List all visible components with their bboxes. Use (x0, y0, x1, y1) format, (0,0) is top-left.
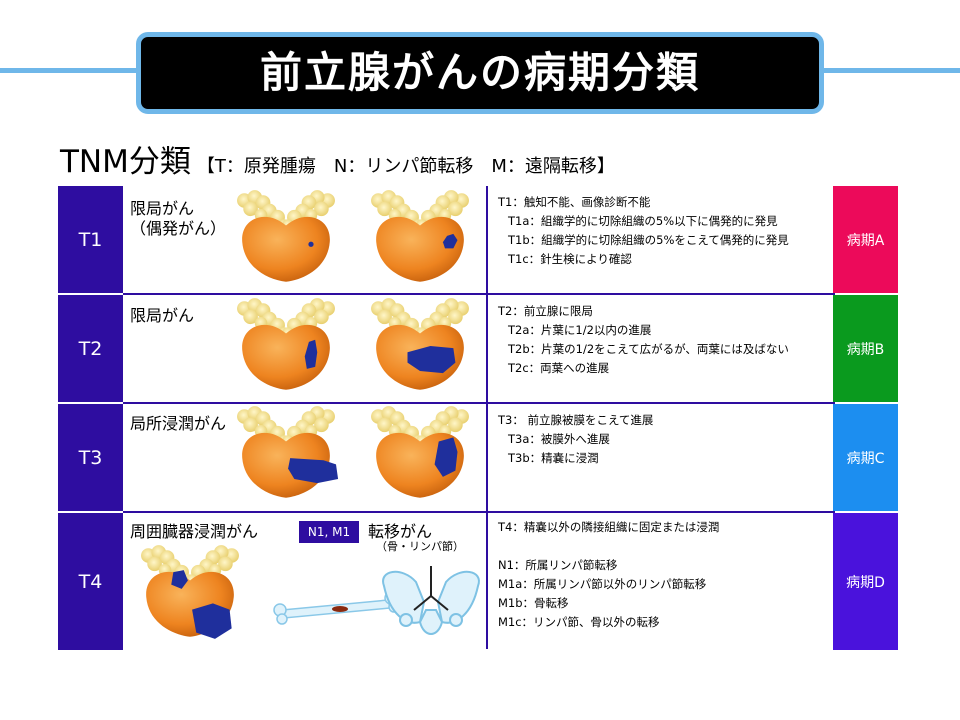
tumor-icon (308, 241, 314, 247)
note-line: T3b：精嚢に浸潤 (508, 451, 599, 465)
row-divider (123, 293, 835, 295)
note-line: T2a：片葉に1/2以内の進展 (508, 323, 652, 337)
prostate-icon (237, 406, 339, 498)
notes-t3: T3： 前立腺被膜をこえて進展 T3a：被膜外へ進展 T3b：精嚢に浸潤 (498, 411, 653, 468)
tumor-icon (442, 233, 458, 249)
metastasis-sublabel: （骨・リンパ節） (376, 540, 464, 553)
row-description-t3: 局所浸潤がん (130, 414, 227, 433)
tumor-icon (288, 458, 339, 484)
prostate-icon (237, 190, 335, 282)
row-description-t4: 周囲臓器浸潤がん (130, 522, 259, 541)
tumor-icon (171, 570, 188, 589)
row-t3: T3 病期C (58, 404, 898, 511)
tumor-icon (192, 603, 232, 639)
prostate-icon (371, 190, 469, 282)
note-line: M1b：骨転移 (498, 596, 569, 610)
note-line: M1a：所属リンパ節以外のリンパ節転移 (498, 577, 707, 591)
row-label-t1: T1 (58, 186, 123, 293)
subtitle: TNM分類【T：原発腫瘍 N：リンパ節転移 M：遠隔転移】 (60, 136, 615, 181)
tumor-icon (407, 346, 456, 374)
note-line: T1：触知不能、画像診断不能 (498, 195, 651, 209)
note-line: T1b：組織学的に切除組織の5%をこえて偶発的に発見 (508, 233, 789, 247)
notes-t2: T2：前立腺に限局 T2a：片葉に1/2以内の進展 T2b：片葉の1/2をこえて… (498, 302, 789, 378)
row-label-t2: T2 (58, 295, 123, 402)
prostate-icon (371, 406, 469, 498)
prostate-icon (141, 545, 239, 639)
note-line: T2c：両葉への進展 (508, 361, 610, 375)
stage-badge-d: 病期D (833, 513, 898, 650)
note-line (498, 537, 719, 556)
stage-badge-b: 病期B (833, 295, 898, 402)
note-line: T2b：片葉の1/2をこえて広がるが、両葉には及ばない (508, 342, 789, 356)
n1-m1-badge: N1, M1 (299, 521, 359, 543)
title-line-right (820, 68, 960, 73)
note-line: T1c：針生検により確認 (508, 252, 632, 266)
column-divider (486, 186, 488, 649)
row-label-t3: T3 (58, 404, 123, 511)
prostate-icon (237, 298, 335, 390)
stage-badge-a: 病期A (833, 186, 898, 293)
row-label-t4: T4 (58, 513, 123, 650)
subtitle-legend: 【T：原発腫瘍 N：リンパ節転移 M：遠隔転移】 (196, 156, 615, 177)
row-t1: T1 病期A (58, 186, 898, 293)
row-description-t1: 限局がん （偶発がん） (130, 199, 227, 238)
note-line: T4：精嚢以外の隣接組織に固定または浸潤 (498, 520, 720, 534)
note-line: N1：所属リンパ節転移 (498, 558, 618, 572)
row-description-t2: 限局がん (130, 306, 195, 325)
note-line: T2：前立腺に限局 (498, 304, 593, 318)
row-divider (123, 511, 835, 513)
subtitle-main: TNM分類 (60, 144, 191, 180)
page-title: 前立腺がんの病期分類 (136, 32, 824, 114)
note-line: M1c：リンパ節、骨以外の転移 (498, 615, 660, 629)
metastasis-label: 転移がん (368, 522, 433, 541)
note-line: T1a：組織学的に切除組織の5%以下に偶発的に発見 (508, 214, 778, 228)
note-line: T3： 前立腺被膜をこえて進展 (498, 413, 654, 427)
stage-badge-c: 病期C (833, 404, 898, 511)
row-divider (123, 402, 835, 404)
tumor-icon (434, 437, 458, 477)
pelvis-icon (382, 566, 480, 635)
notes-t4: T4：精嚢以外の隣接組織に固定または浸潤 N1：所属リンパ節転移 M1a：所属リ… (498, 518, 719, 632)
title-line-left (0, 68, 140, 73)
row-t2: T2 病期B (58, 295, 898, 402)
prostate-icon (371, 298, 469, 390)
note-line: T3a：被膜外へ進展 (508, 432, 610, 446)
tumor-icon (304, 339, 318, 369)
row-t4: T4 病期D (58, 513, 898, 650)
notes-t1: T1：触知不能、画像診断不能 T1a：組織学的に切除組織の5%以下に偶発的に発見… (498, 193, 789, 269)
